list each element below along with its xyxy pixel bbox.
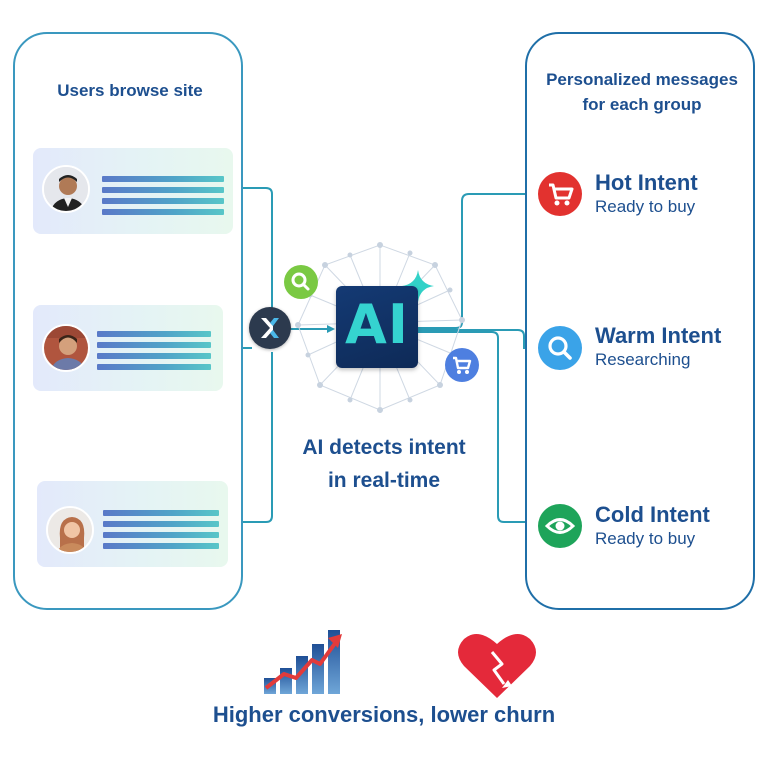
cart-bubble-icon xyxy=(445,348,479,382)
sparkle-icon xyxy=(402,270,434,302)
user-avatar-icon xyxy=(44,326,88,370)
search-bubble-icon xyxy=(284,265,318,299)
hot-intent-subtitle: Ready to buy xyxy=(595,197,696,216)
users-panel-title: Users browse site xyxy=(57,81,203,100)
text-line xyxy=(97,331,211,337)
cold-intent-subtitle: Ready to buy xyxy=(595,529,696,548)
user-card-1 xyxy=(33,148,233,234)
user-avatar-icon xyxy=(44,167,88,211)
ai-caption: AI detects intent in real-time xyxy=(270,431,498,497)
user-avatar-icon xyxy=(48,508,92,552)
warm-intent-title: Warm Intent xyxy=(595,323,722,348)
messages-panel-title: Personalized messages for each group xyxy=(527,67,757,117)
footer-text: Higher conversions, lower churn xyxy=(212,702,556,727)
user-card-3 xyxy=(37,481,228,567)
text-line xyxy=(97,353,211,359)
messages-panel-title-line-1: Personalized messages xyxy=(546,70,738,89)
warm-intent-subtitle: Researching xyxy=(595,350,691,369)
broken-heart-icon xyxy=(458,634,536,698)
text-line xyxy=(102,198,224,204)
cart-icon xyxy=(538,172,582,216)
text-line xyxy=(103,510,219,516)
growth-chart-icon xyxy=(264,630,342,694)
text-line xyxy=(102,209,224,215)
eye-icon xyxy=(538,504,582,548)
text-line xyxy=(97,364,211,370)
ai-label: AI xyxy=(345,293,409,356)
ai-chip: AI xyxy=(336,286,418,368)
ai-caption-line-2: in real-time xyxy=(327,469,441,492)
text-line xyxy=(102,176,224,182)
ai-caption-line-1: AI detects intent xyxy=(302,436,466,459)
text-line xyxy=(97,342,211,348)
text-line xyxy=(103,543,219,549)
hub-icon xyxy=(249,307,291,349)
avatar xyxy=(46,506,94,554)
text-line xyxy=(102,187,224,193)
messages-panel-title-line-2: for each group xyxy=(582,95,702,114)
avatar xyxy=(42,165,90,213)
cold-intent-title: Cold Intent xyxy=(595,502,710,527)
user-card-2 xyxy=(33,305,223,391)
avatar xyxy=(42,324,90,372)
hot-intent-title: Hot Intent xyxy=(595,170,698,195)
text-line xyxy=(103,532,219,538)
text-line xyxy=(103,521,219,527)
search-icon xyxy=(538,326,582,370)
